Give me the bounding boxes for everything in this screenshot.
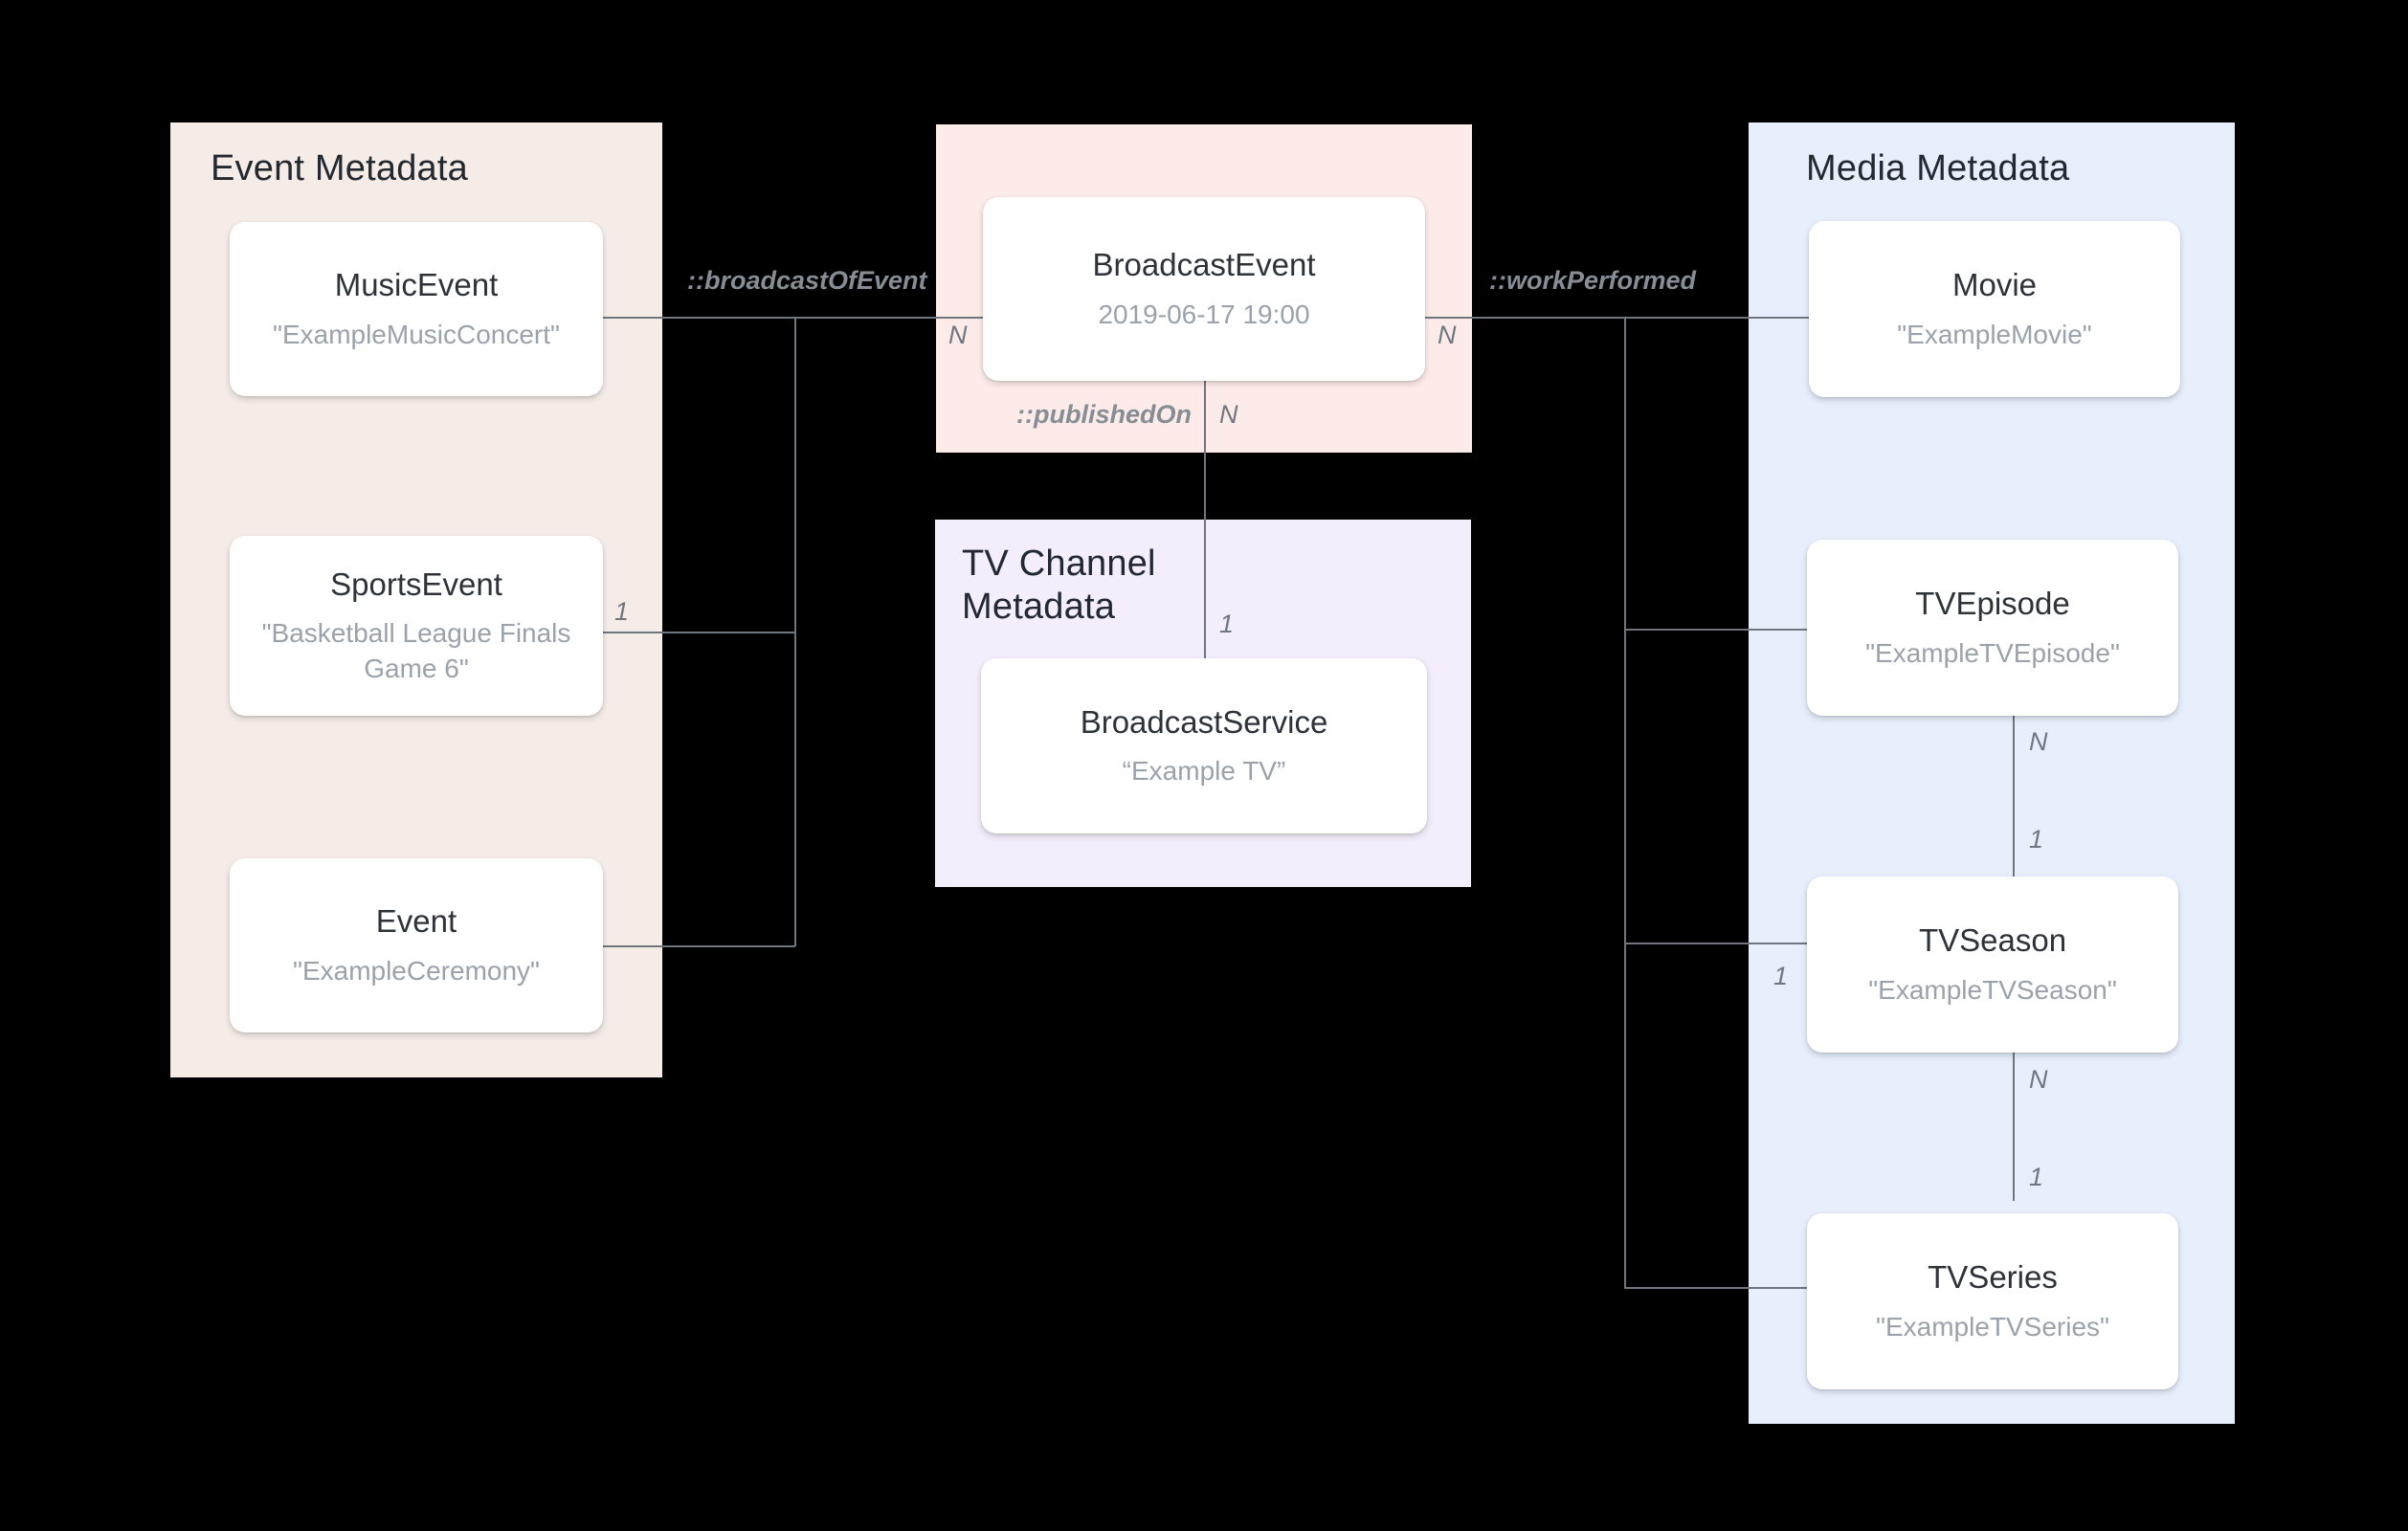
entity-card-sports-event[interactable]: SportsEvent "Basketball League Finals Ga…	[230, 536, 603, 716]
connector-right-trunk-to-movie	[1624, 317, 1809, 319]
connector-sports-event-to-trunk	[601, 632, 795, 633]
entity-value-sports-event: "Basketball League Finals Game 6"	[261, 618, 571, 683]
group-title-media-metadata: Media Metadata	[1806, 148, 2070, 189]
cardinality-broadcast-event-right: N	[1438, 321, 1457, 349]
connector-right-trunk-to-tv-series	[1624, 1287, 1809, 1289]
entity-type-music-event: MusicEvent	[334, 267, 499, 302]
entity-type-movie: Movie	[1951, 267, 2038, 302]
relation-label-work-performed: ::workPerformed	[1489, 266, 1697, 295]
relation-label-published-on: ::publishedOn	[1016, 400, 1192, 429]
entity-type-broadcast-service: BroadcastService	[1080, 703, 1328, 740]
entity-card-tv-season[interactable]: TVSeason "ExampleTVSeason"	[1807, 876, 2178, 1053]
cardinality-tv-episode-n: N	[2029, 727, 2048, 756]
cardinality-tv-season-n: N	[2029, 1065, 2048, 1094]
entity-card-event[interactable]: Event "ExampleCeremony"	[230, 858, 603, 1032]
connector-event-to-trunk	[601, 945, 795, 947]
cardinality-broadcast-event-left: N	[948, 321, 968, 349]
connector-left-trunk-vertical	[794, 318, 796, 946]
entity-card-movie[interactable]: Movie "ExampleMovie"	[1809, 221, 2180, 397]
connector-right-trunk-to-tv-episode	[1624, 629, 1809, 631]
entity-value-tv-series: "ExampleTVSeries"	[1876, 1311, 2109, 1342]
entity-value-broadcast-event: 2019-06-17 19:00	[1098, 299, 1310, 329]
entity-value-broadcast-service: “Example TV”	[1122, 756, 1286, 787]
cardinality-broadcast-service-one: 1	[1219, 610, 1235, 638]
cardinality-tv-season-one-from-episode: 1	[2029, 825, 2044, 854]
entity-card-music-event[interactable]: MusicEvent "ExampleMusicConcert"	[230, 222, 603, 396]
entity-value-tv-episode: "ExampleTVEpisode"	[1865, 637, 2120, 668]
connector-broadcast-event-to-right-trunk	[1425, 317, 1624, 319]
connector-broadcast-event-to-service	[1204, 381, 1206, 658]
cardinality-sports-event-to-broadcast: 1	[614, 597, 630, 626]
entity-card-broadcast-event[interactable]: BroadcastEvent 2019-06-17 19:00	[983, 197, 1425, 381]
entity-type-tv-season: TVSeason	[1918, 922, 2067, 958]
connector-trunk-to-broadcast-event	[794, 317, 983, 319]
entity-type-broadcast-event: BroadcastEvent	[1092, 247, 1316, 282]
connector-right-trunk-to-tv-season	[1624, 943, 1809, 944]
entity-card-tv-series[interactable]: TVSeries "ExampleTVSeries"	[1807, 1213, 2178, 1389]
connector-tv-episode-to-tv-season	[2013, 716, 2015, 902]
cardinality-tv-season-left-one: 1	[1773, 962, 1789, 990]
entity-value-movie: "ExampleMovie"	[1897, 319, 2092, 349]
entity-type-sports-event: SportsEvent	[330, 566, 502, 602]
entity-value-tv-season: "ExampleTVSeason"	[1868, 974, 2117, 1005]
cardinality-published-on-n: N	[1219, 400, 1238, 429]
relation-label-broadcast-of-event: ::broadcastOfEvent	[687, 266, 927, 295]
connector-right-trunk-vertical	[1624, 317, 1626, 1288]
entity-type-tv-series: TVSeries	[1928, 1259, 2058, 1295]
entity-type-tv-episode: TVEpisode	[1915, 586, 2070, 621]
connector-tv-season-to-tv-series	[2013, 1053, 2015, 1201]
cardinality-tv-series-one-from-season: 1	[2029, 1163, 2044, 1191]
entity-type-event: Event	[375, 903, 457, 939]
entity-value-music-event: "ExampleMusicConcert"	[273, 319, 560, 349]
entity-card-broadcast-service[interactable]: BroadcastService “Example TV”	[981, 658, 1427, 833]
group-title-tv-channel-metadata: TV Channel Metadata	[962, 544, 1156, 627]
entity-value-event: "ExampleCeremony"	[293, 955, 540, 986]
entity-card-tv-episode[interactable]: TVEpisode "ExampleTVEpisode"	[1807, 540, 2178, 716]
group-title-event-metadata: Event Metadata	[211, 148, 468, 189]
connector-music-event-to-trunk	[601, 317, 795, 319]
